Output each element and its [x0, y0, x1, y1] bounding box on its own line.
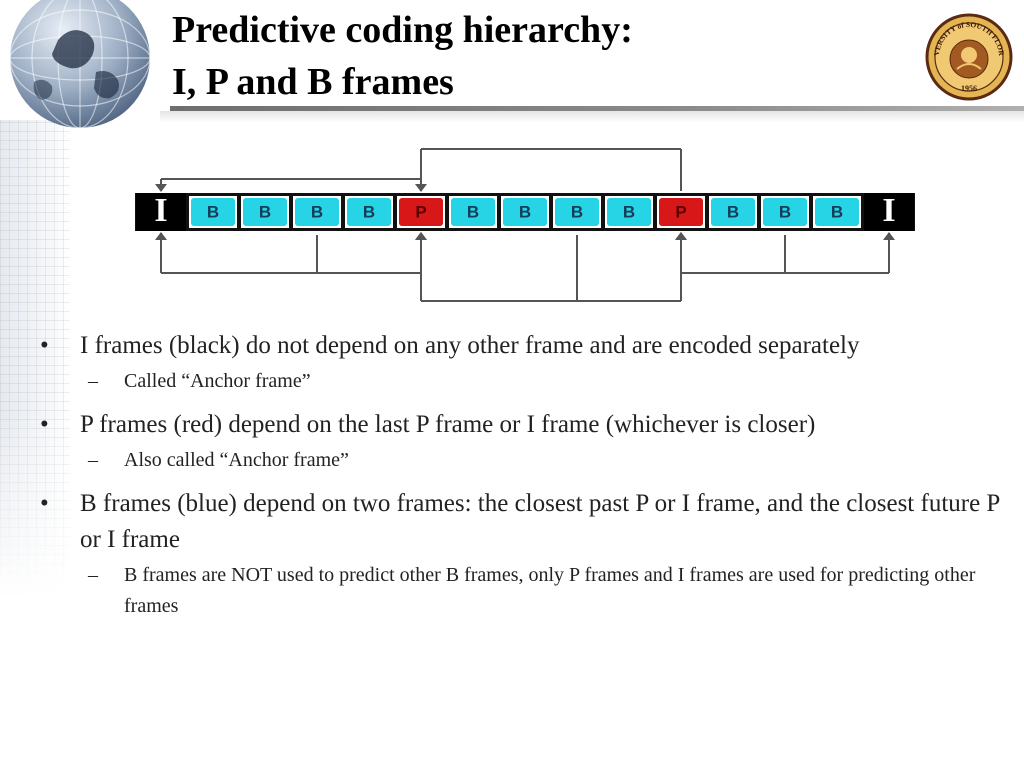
top-reference-arrow: [415, 184, 427, 192]
sub-bullet-marker: –: [88, 564, 98, 586]
title-underline: [170, 106, 1024, 111]
b-frame-cell: [243, 198, 287, 226]
decorative-grid-panel: [0, 120, 70, 600]
sub-bullet-item: – Called “Anchor frame”: [40, 366, 1000, 397]
p-frame-label: P: [415, 202, 426, 221]
sub-bullet-item: – B frames are NOT used to predict other…: [40, 560, 1000, 622]
b-frame-cell: [711, 198, 755, 226]
bottom-reference-arrow: [675, 232, 687, 240]
b-frame-cell: [815, 198, 859, 226]
bullet-text: I frames (black) do not depend on any ot…: [80, 332, 860, 359]
b-frame-label: B: [467, 202, 479, 221]
sub-bullet-text: Also called “Anchor frame”: [124, 449, 349, 471]
title-line-2: I, P and B frames: [172, 61, 454, 103]
b-frame-cell: [763, 198, 807, 226]
bullet-text: P frames (red) depend on the last P fram…: [80, 411, 816, 438]
bullet-marker: •: [40, 332, 49, 359]
p-frame-cell: [399, 198, 443, 226]
p-frame-label: P: [675, 202, 686, 221]
bullet-marker: •: [40, 490, 49, 517]
top-reference-arrow: [155, 184, 167, 192]
bullet-item-b-frames: • B frames (blue) depend on two frames: …: [40, 486, 1000, 558]
globe-icon: [0, 0, 160, 150]
title-underline-shadow: [160, 111, 1024, 123]
bullet-item-i-frames: • I frames (black) do not depend on any …: [40, 328, 1000, 364]
bottom-reference-arrow: [883, 232, 895, 240]
bullet-text: B frames (blue) depend on two frames: th…: [80, 490, 1000, 553]
i-frame-label: I: [154, 192, 167, 229]
b-frame-label: B: [831, 202, 843, 221]
bullet-marker: •: [40, 411, 49, 438]
i-frame-cell: [864, 193, 914, 231]
i-frame-cell: [136, 193, 186, 231]
b-frame-cell: [295, 198, 339, 226]
p-frame-cell: [659, 198, 703, 226]
b-frame-cell: [191, 198, 235, 226]
b-frame-cell: [503, 198, 547, 226]
svg-text:1956: 1956: [961, 84, 977, 93]
b-frame-cell: [451, 198, 495, 226]
b-frame-label: B: [779, 202, 791, 221]
bullet-list: • I frames (black) do not depend on any …: [40, 328, 1000, 632]
university-seal-logo: UNIVERSITY of SOUTH FLORIDA 1956: [922, 6, 1013, 101]
b-frame-label: B: [259, 202, 271, 221]
page-title: Predictive coding hierarchy: I, P and B …: [172, 4, 633, 108]
bullet-item-p-frames: • P frames (red) depend on the last P fr…: [40, 407, 1000, 443]
b-frame-cell: [607, 198, 651, 226]
sub-bullet-marker: –: [88, 449, 98, 471]
sub-bullet-text: Called “Anchor frame”: [124, 370, 311, 392]
title-line-1: Predictive coding hierarchy:: [172, 9, 633, 51]
b-frame-label: B: [727, 202, 739, 221]
sub-bullet-text: B frames are NOT used to predict other B…: [124, 564, 976, 617]
bottom-reference-arrow: [155, 232, 167, 240]
b-frame-label: B: [519, 202, 531, 221]
b-frame-label: B: [207, 202, 219, 221]
b-frame-cell: [347, 198, 391, 226]
sub-bullet-marker: –: [88, 370, 98, 392]
i-frame-label: I: [882, 192, 895, 229]
sub-bullet-item: – Also called “Anchor frame”: [40, 445, 1000, 476]
b-frame-label: B: [571, 202, 583, 221]
bottom-reference-arrow: [415, 232, 427, 240]
b-frame-label: B: [311, 202, 323, 221]
b-frame-cell: [555, 198, 599, 226]
b-frame-label: B: [623, 202, 635, 221]
b-frame-label: B: [363, 202, 375, 221]
